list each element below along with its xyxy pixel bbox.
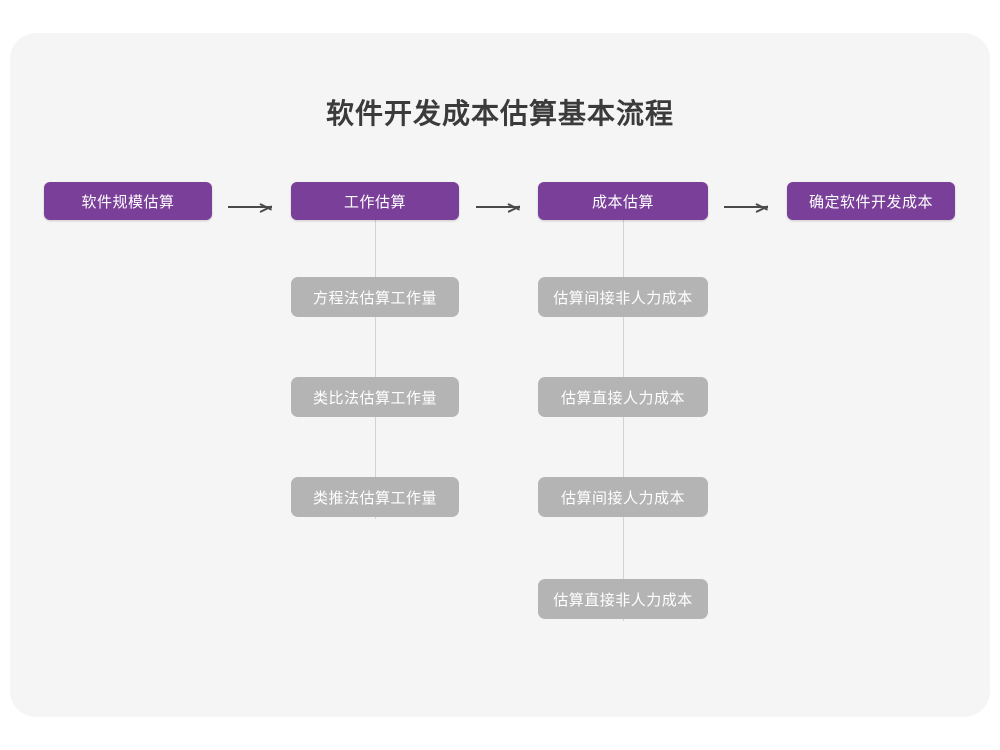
arrow-step3-to-step4 [724,201,768,213]
branch-node-analogy-method-workload[interactable]: 类比法估算工作量 [291,377,459,417]
arrow-shaft [228,206,272,208]
branch-node-indirect-nonlabor-cost[interactable]: 估算间接非人力成本 [538,277,708,317]
connector-work-column [374,219,376,519]
branch-node-indirect-labor-cost[interactable]: 估算间接人力成本 [538,477,708,517]
arrow-head [756,201,768,213]
branch-node-inference-method-workload[interactable]: 类推法估算工作量 [291,477,459,517]
arrow-shaft [476,206,520,208]
arrow-head [508,201,520,213]
branch-node-direct-labor-cost[interactable]: 估算直接人力成本 [538,377,708,417]
connector-cost-column [622,219,624,621]
arrow-step2-to-step3 [476,201,520,213]
arrow-head [260,201,272,213]
flow-node-software-size-estimation[interactable]: 软件规模估算 [44,182,212,220]
diagram-panel [10,33,990,717]
flow-node-cost-estimation[interactable]: 成本估算 [538,182,708,220]
arrow-step1-to-step2 [228,201,272,213]
page-title: 软件开发成本估算基本流程 [325,98,674,129]
flow-node-determine-dev-cost[interactable]: 确定软件开发成本 [787,182,955,220]
arrow-shaft [724,206,768,208]
branch-node-equation-method-workload[interactable]: 方程法估算工作量 [291,277,459,317]
flow-node-work-estimation[interactable]: 工作估算 [291,182,459,220]
branch-node-direct-nonlabor-cost[interactable]: 估算直接非人力成本 [538,579,708,619]
